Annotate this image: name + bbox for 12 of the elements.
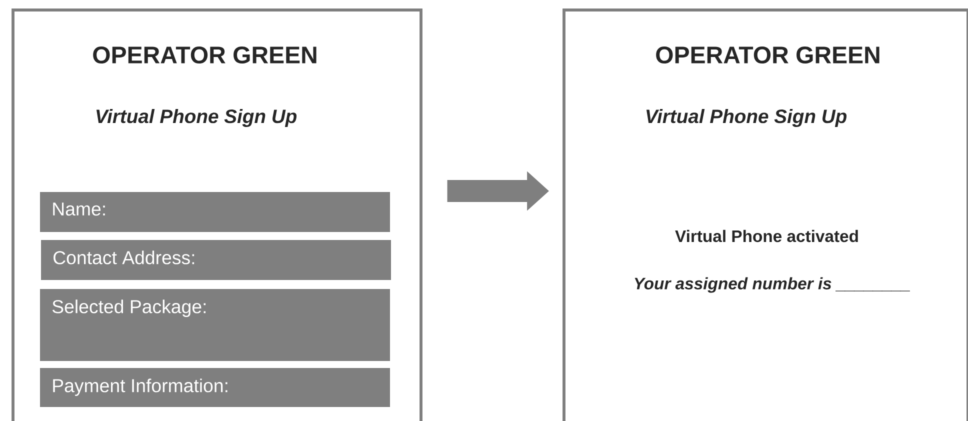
input-field: Payment Information:: [40, 368, 390, 407]
heading: OPERATOR GREEN: [93, 46, 316, 64]
result-text: Your assigned number is ________: [634, 277, 910, 293]
heading: OPERATOR GREEN: [656, 46, 880, 64]
input-field: Name:: [40, 192, 390, 232]
screen-panel: [562, 8, 968, 421]
input-field: Contact Address:: [41, 240, 391, 280]
input-field: Selected Package:: [40, 289, 390, 361]
screen-panel: [12, 8, 422, 421]
subtitle: Virtual Phone Sign Up: [96, 108, 297, 127]
status-text: Virtual Phone activated: [675, 230, 858, 242]
subtitle: Virtual Phone Sign Up: [646, 108, 847, 127]
